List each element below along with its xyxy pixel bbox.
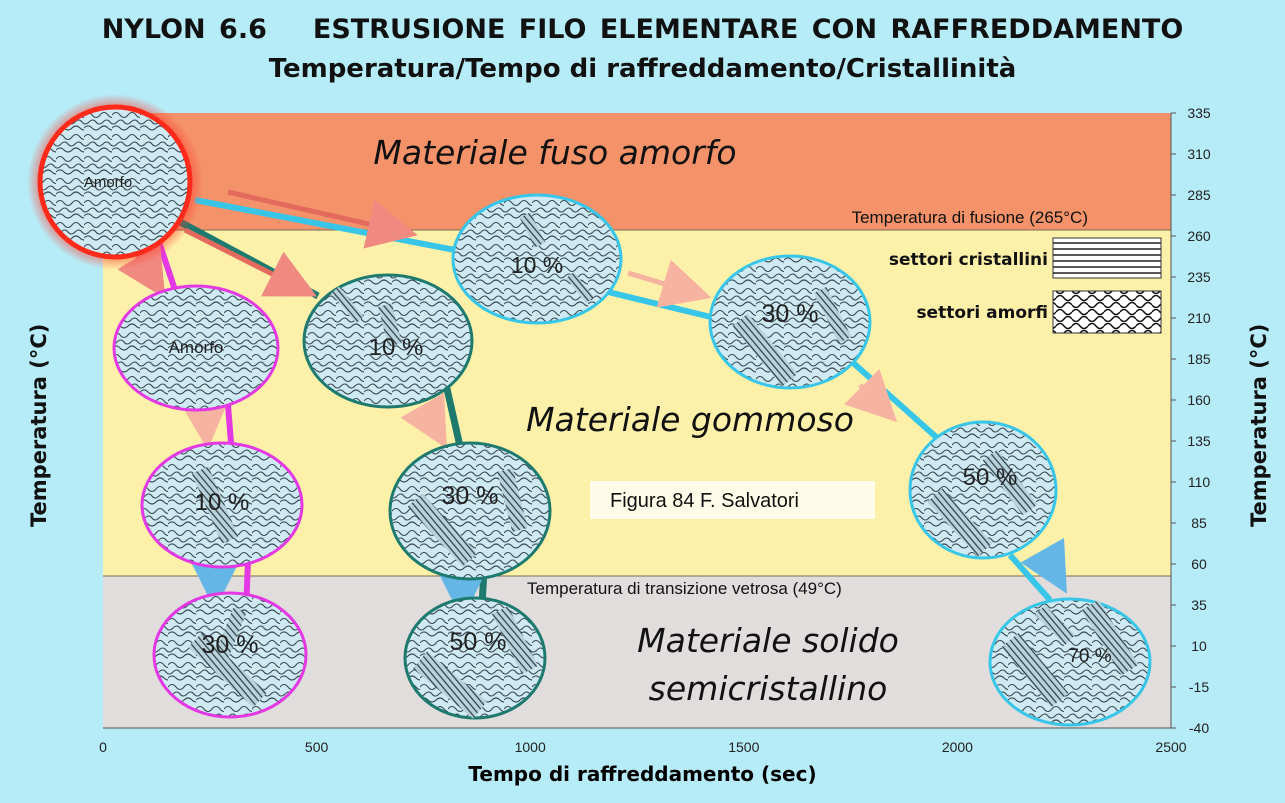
y-tick-label: 285 xyxy=(1187,187,1211,203)
circle-cyan-3: 50 % xyxy=(908,420,1058,560)
y-axis-ticks: 335 310 285 260 235 210 185 160 135 110 85 60 35 10 -1… xyxy=(1171,105,1211,736)
y-tick-label: 60 xyxy=(1191,556,1207,572)
circle-cyan-1-label: 10 % xyxy=(511,252,563,278)
title-material: NYLON 6.6 xyxy=(101,14,267,45)
y-tick-label: 335 xyxy=(1187,105,1211,121)
circle-teal-2: 30 % xyxy=(388,441,552,581)
zone-label-solid-2: semicristallino xyxy=(649,669,888,708)
y-tick-label: 110 xyxy=(1188,474,1211,490)
legend-crystalline-swatch xyxy=(1052,237,1162,279)
circle-magenta-1: Amorfo xyxy=(112,284,280,412)
y-tick-label: 85 xyxy=(1191,515,1207,531)
y-tick-label: 235 xyxy=(1187,269,1211,285)
circle-magenta-3: 30 % xyxy=(152,591,308,719)
circle-magenta-2-label: 10 % xyxy=(195,489,250,516)
y-tick-label: 160 xyxy=(1187,392,1211,408)
circle-cyan-2: 30 % xyxy=(708,254,872,390)
x-tick-label: 2500 xyxy=(1155,739,1186,755)
y-tick-label: 310 xyxy=(1187,146,1211,162)
glass-transition-label: Temperatura di transizione vetrosa (49°C… xyxy=(527,579,842,598)
y-tick-label: 210 xyxy=(1187,310,1211,326)
x-tick-label: 2000 xyxy=(942,739,973,755)
y-tick-label: 135 xyxy=(1187,433,1211,449)
y-tick-label: 10 xyxy=(1191,638,1207,654)
title-line-2: Temperatura/Tempo di raffreddamento/Cris… xyxy=(268,54,1017,84)
circle-magenta-1-label: Amorfo xyxy=(169,338,224,357)
circle-teal-3: 50 % xyxy=(403,596,547,720)
x-tick-label: 1500 xyxy=(728,739,759,755)
y-tick-label: -40 xyxy=(1189,720,1209,736)
circle-cyan-4: 70 % xyxy=(988,597,1152,727)
circle-cyan-1: 10 % xyxy=(451,193,623,325)
circle-cyan-2-label: 30 % xyxy=(762,300,819,328)
y-tick-label: 35 xyxy=(1191,597,1207,613)
circle-teal-2-label: 30 % xyxy=(442,482,499,510)
credit-box xyxy=(590,481,875,519)
y-tick-label: 185 xyxy=(1187,351,1211,367)
melt-zone xyxy=(103,113,1171,230)
legend-amorphous-swatch xyxy=(1052,290,1162,334)
circle-teal-1-label: 10 % xyxy=(369,334,424,361)
legend-amorphous-label: settori amorfi xyxy=(916,303,1048,323)
circle-magenta-3-label: 30 % xyxy=(202,631,259,659)
title-line-1: NYLON 6.6 ESTRUSIONE FILO ELEMENTARE CON … xyxy=(0,14,1285,45)
circle-teal-3-label: 50 % xyxy=(450,628,507,656)
x-tick-label: 500 xyxy=(305,739,329,755)
zone-label-solid-1: Materiale solido xyxy=(637,621,899,660)
melting-temperature-label: Temperatura di fusione (265°C) xyxy=(852,208,1088,227)
x-tick-label: 0 xyxy=(99,739,107,755)
zone-label-melt: Materiale fuso amorfo xyxy=(373,133,736,172)
zone-label-rubbery: Materiale gommoso xyxy=(526,400,854,439)
circle-teal-1: 10 % xyxy=(302,273,474,409)
circle-cyan-4-label: 70 % xyxy=(1068,646,1111,667)
circle-cyan-3-label: 50 % xyxy=(963,464,1018,491)
legend-crystalline-label: settori cristallini xyxy=(889,250,1048,270)
figure-credit: Figura 84 F. Salvatori xyxy=(610,490,799,512)
y-tick-label: 260 xyxy=(1187,228,1211,244)
x-axis-label: Tempo di raffreddamento (sec) xyxy=(468,762,817,786)
circle-magenta-2: 10 % xyxy=(140,441,304,569)
x-tick-label: 1000 xyxy=(515,739,546,755)
x-axis-ticks: 0 500 1000 1500 2000 2500 xyxy=(99,739,1187,755)
y-tick-label: -15 xyxy=(1189,679,1209,695)
start-circle-label: Amorfo xyxy=(84,174,132,191)
start-circle xyxy=(37,104,193,260)
title-process: ESTRUSIONE FILO ELEMENTARE CON RAFFREDDA… xyxy=(312,14,1184,45)
